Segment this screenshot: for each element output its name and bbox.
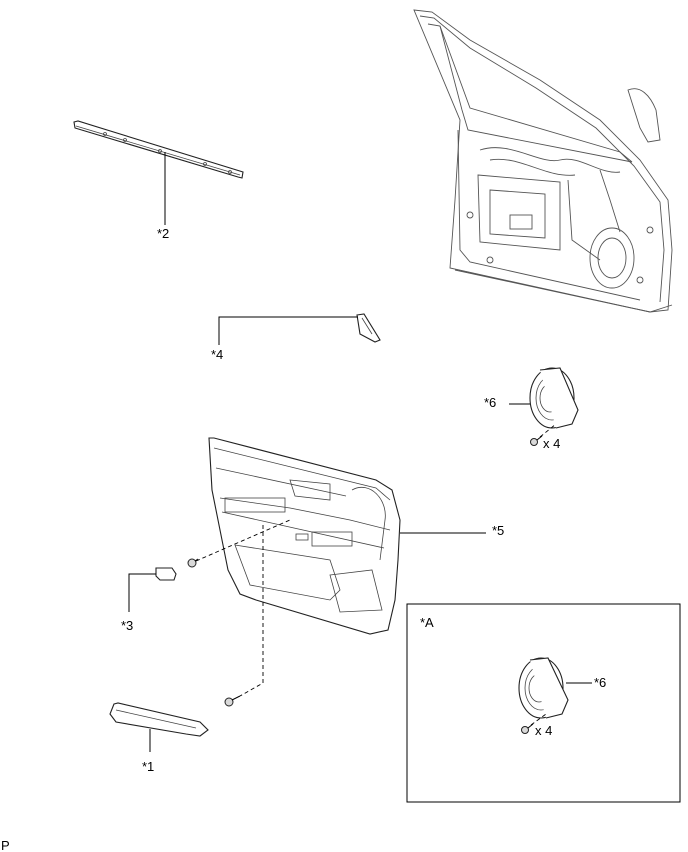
screw-icon bbox=[521, 723, 534, 734]
fastener-guides bbox=[187, 519, 291, 707]
inset-box bbox=[406, 603, 681, 803]
corner-mark: P bbox=[1, 838, 10, 852]
clip-icon bbox=[187, 558, 199, 568]
armrest-base-part bbox=[109, 702, 209, 752]
door-trim-board-part bbox=[208, 437, 486, 635]
callout-part6-inset: *6 bbox=[594, 675, 606, 690]
inset-title: *A bbox=[420, 615, 434, 630]
handle-bezel-part bbox=[128, 567, 177, 612]
quantity-inset: x 4 bbox=[535, 723, 552, 738]
callout-part6-main: *6 bbox=[484, 395, 496, 410]
callout-part1: *1 bbox=[142, 759, 154, 774]
callout-part5: *5 bbox=[492, 523, 504, 538]
screw-icon bbox=[224, 695, 241, 707]
speaker-inset-part bbox=[518, 657, 592, 734]
belt-moulding-part bbox=[73, 120, 244, 225]
speaker-part bbox=[509, 367, 579, 446]
callout-part4: *4 bbox=[211, 347, 223, 362]
screw-icon bbox=[530, 435, 543, 446]
quantity-main: x 4 bbox=[543, 436, 560, 451]
corner-cover-part bbox=[218, 313, 381, 345]
callout-part3: *3 bbox=[121, 618, 133, 633]
callout-part2: *2 bbox=[157, 226, 169, 241]
door-panel-illustration bbox=[413, 9, 673, 313]
